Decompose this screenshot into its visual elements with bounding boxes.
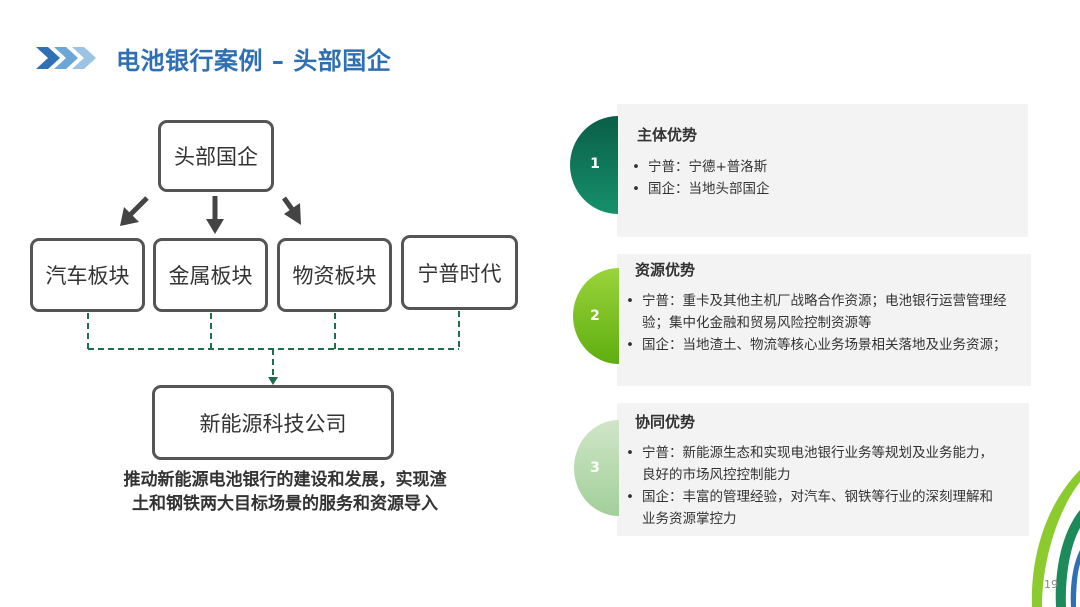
connector-arrowhead-icon xyxy=(268,377,278,385)
corner-swoosh-decoration xyxy=(1031,470,1080,607)
sector-label-auto: 汽车板块 xyxy=(45,264,130,288)
badge-3-number: 3 xyxy=(590,460,600,476)
sector-box-material: 物资板块 xyxy=(277,238,392,312)
list-item: 国企：当地渣土、物流等核心业务场景相关落地及业务资源； xyxy=(626,334,1012,356)
panel-2-list: 宁普：重卡及其他主机厂战略合作资源；电池银行运营管理经验；集中化金融和贸易风险控… xyxy=(626,290,1012,356)
list-item: 宁普：新能源生态和实现电池银行业务等规划及业务能力，良好的市场风控控制能力 xyxy=(626,442,1002,486)
list-item: 宁普：重卡及其他主机厂战略合作资源；电池银行运营管理经验；集中化金融和贸易风险控… xyxy=(626,290,1012,334)
badge-1-number: 1 xyxy=(590,156,600,172)
panel-2-heading: 资源优势 xyxy=(635,261,696,279)
caption-line-2: 土和钢铁两大目标场景的服务和资源导入 xyxy=(132,494,438,514)
sector-label-ningpu: 宁普时代 xyxy=(417,261,502,286)
panel-1-heading: 主体优势 xyxy=(637,126,698,144)
arrow-right-icon xyxy=(281,196,301,225)
list-item: 宁普：宁德+普洛斯 xyxy=(632,156,1012,178)
sector-box-metal: 金属板块 xyxy=(153,238,268,312)
badge-1-shape xyxy=(570,116,618,214)
list-item: 国企：丰富的管理经验，对汽车、钢铁等行业的深刻理解和业务资源掌控力 xyxy=(626,486,1002,530)
caption-line-1: 推动新能源电池银行的建设和发展，实现渣 xyxy=(123,470,447,490)
badge-2-shape xyxy=(573,268,619,364)
sector-label-material: 物资板块 xyxy=(292,264,377,288)
head-soe-label: 头部国企 xyxy=(174,145,258,169)
sector-box-ningpu: 宁普时代 xyxy=(401,235,518,310)
panel-3-list: 宁普：新能源生态和实现电池银行业务等规划及业务能力，良好的市场风控控制能力 国企… xyxy=(626,442,1002,530)
sector-box-auto: 汽车板块 xyxy=(30,238,145,312)
panel-3-heading: 协同优势 xyxy=(635,413,696,431)
list-item: 国企：当地头部国企 xyxy=(632,178,1012,200)
sector-label-metal: 金属板块 xyxy=(168,264,253,288)
diagram-connectors xyxy=(87,196,460,385)
badge-2-number: 2 xyxy=(590,308,600,324)
head-soe-box: 头部国企 xyxy=(158,120,274,192)
diagram-caption: 推动新能源电池银行的建设和发展，实现渣 土和钢铁两大目标场景的服务和资源导入 xyxy=(60,468,510,516)
header: 电池银行案例 – 头部国企 xyxy=(36,40,391,76)
page-title: 电池银行案例 – 头部国企 xyxy=(116,46,392,75)
new-energy-company-box: 新能源科技公司 xyxy=(152,385,394,460)
panel-1-list: 宁普：宁德+普洛斯 国企：当地头部国企 xyxy=(632,156,1012,200)
new-energy-company-label: 新能源科技公司 xyxy=(199,411,347,436)
arrow-left-icon xyxy=(120,196,149,226)
chevron-arrows-icon xyxy=(36,47,96,69)
page-number: 19 xyxy=(1044,578,1058,591)
badge-3-shape xyxy=(574,420,619,516)
arrow-down-icon xyxy=(206,196,224,234)
dashed-connector xyxy=(87,311,460,378)
